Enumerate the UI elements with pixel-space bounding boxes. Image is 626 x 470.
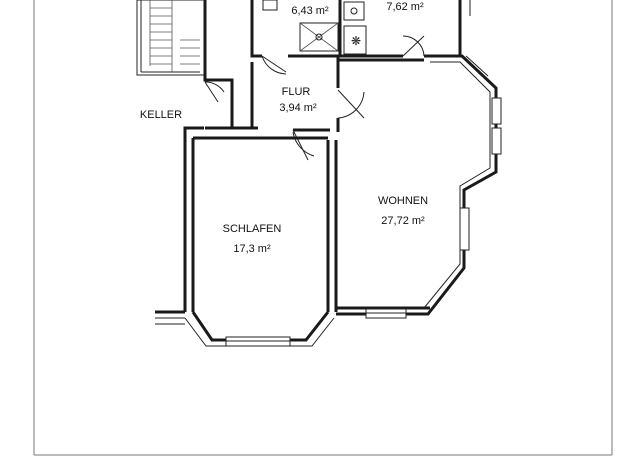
kueche-area-label: 7,62 m² [386,1,424,13]
bad-area-label: 6,43 m² [291,5,329,17]
room-labels: 6,43 m² 7,62 m² FLUR 3,94 m² KELLER WOHN… [140,1,428,255]
wohnen-area-label: 27,72 m² [381,215,425,227]
flur-area-label: 3,94 m² [279,102,317,114]
upper-walls: ❋ [250,0,471,75]
flur-name-label: FLUR [282,86,311,98]
schlafen-name-label: SCHLAFEN [223,223,282,235]
svg-text:❋: ❋ [351,34,361,48]
schlafen-area-label: 17,3 m² [233,243,271,255]
wohnen-name-label: WOHNEN [378,195,428,207]
staircase [136,0,206,76]
wohnen-walls [336,54,502,319]
keller-walls [203,0,234,130]
schlafen-walls [155,126,338,347]
page-frame [33,0,613,456]
keller-name-label: KELLER [140,109,182,121]
